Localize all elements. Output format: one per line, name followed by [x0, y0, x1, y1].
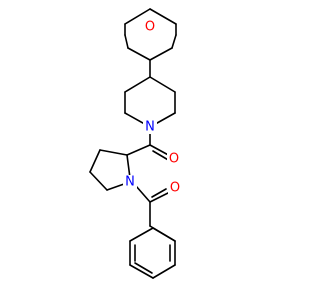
- carbonyl-oxygen-2-background: [168, 181, 182, 195]
- carbonyl-oxygen-1-label: O: [169, 152, 179, 167]
- piperidine-nitrogen-label: N: [145, 120, 155, 135]
- pyrrolidine-nitrogen-background: [123, 175, 137, 189]
- carbonyl-oxygen-2-label: O: [170, 181, 180, 196]
- carbonyl-oxygen-1-background: [167, 152, 181, 166]
- atom-carbonyl-oxygen-1: O: [167, 152, 181, 167]
- atom-piperidine-nitrogen: N: [143, 120, 157, 135]
- phenyl-ring: [129, 227, 176, 279]
- atom-pyrrolidine-nitrogen: N: [123, 175, 137, 190]
- molecule-canvas: O N O N O: [89, 8, 182, 279]
- ring-oxygen-label: O: [145, 20, 155, 35]
- piperidine-ring: [124, 76, 176, 128]
- pyrrolidine-ring: [89, 149, 131, 191]
- piperidine-nitrogen-background: [143, 120, 157, 134]
- pyrrolidine-nitrogen-label: N: [125, 175, 135, 190]
- atom-carbonyl-oxygen-2: O: [168, 181, 182, 196]
- oxane-ring: [124, 8, 177, 61]
- atom-ring-oxygen: O: [145, 20, 155, 35]
- structural-formula: O N O N O: [89, 8, 182, 279]
